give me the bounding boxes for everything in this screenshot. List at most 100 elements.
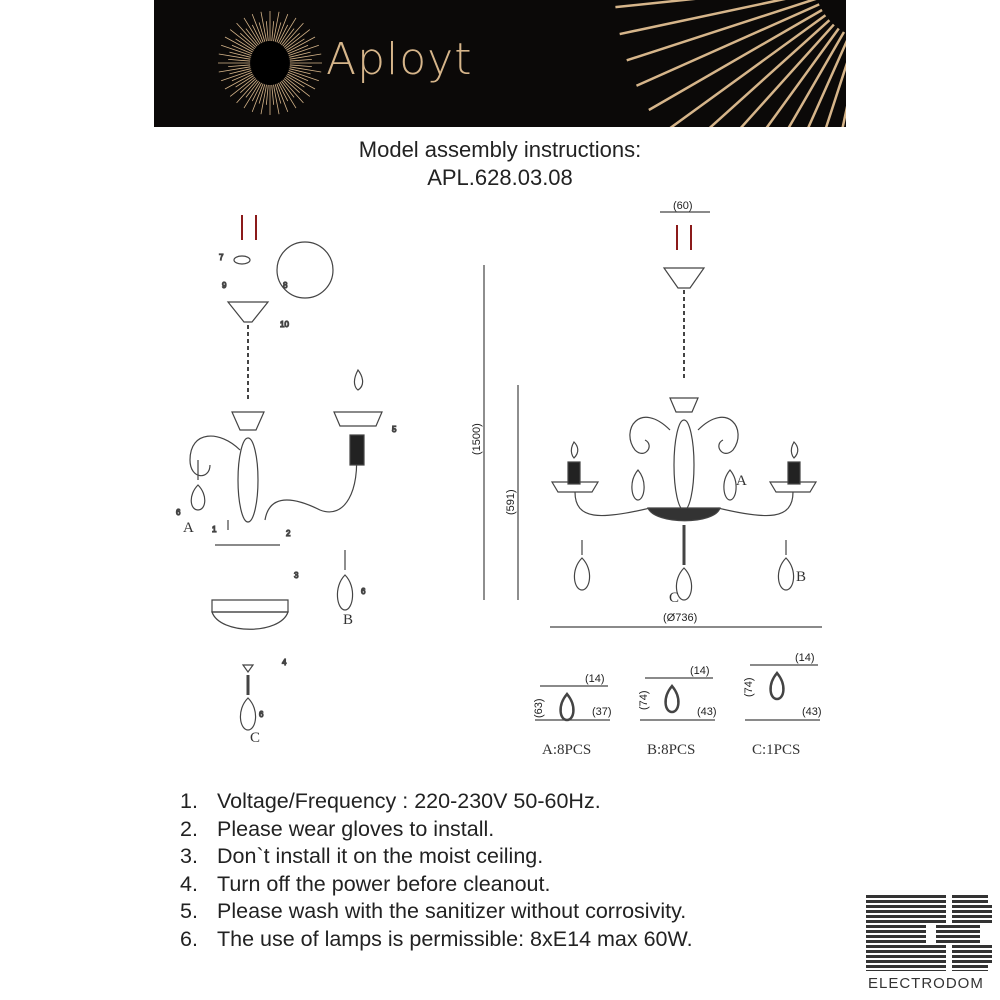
ray: [765, 27, 840, 127]
crystal-spec: (14) (43) (74) C:1PCS: [743, 652, 822, 758]
ray: [289, 51, 311, 58]
ray: [288, 70, 319, 82]
exploded-view: 7 9 8 10 5 6 1 2 3 4 6 6 A B C: [175, 215, 398, 746]
crystal-spec: (14) (37) (63) A:8PCS: [533, 673, 612, 758]
ray: [289, 64, 312, 68]
ray: [283, 33, 300, 48]
svg-text:(74): (74): [638, 690, 650, 710]
svg-text:B: B: [343, 612, 353, 628]
ray: [245, 28, 259, 46]
svg-text:C: C: [669, 590, 679, 606]
crystal-caption: A:8PCS: [542, 742, 591, 758]
svg-text:(14): (14): [795, 652, 815, 664]
ray: [278, 24, 289, 44]
svg-text:8: 8: [283, 281, 288, 290]
ray: [285, 76, 311, 97]
ray: [807, 39, 846, 127]
svg-text:7: 7: [219, 253, 224, 262]
ray: [615, 0, 696, 9]
ray: [285, 29, 311, 50]
ray: [281, 28, 295, 46]
crystal-caption: B:8PCS: [647, 742, 695, 758]
svg-text:5: 5: [392, 425, 397, 434]
svg-text:4: 4: [282, 658, 287, 667]
ray: [278, 82, 289, 102]
ray: [288, 44, 319, 56]
document-title: Model assembly instructions:: [358, 137, 642, 162]
ray: [274, 22, 282, 42]
svg-text:(60): (60): [673, 200, 693, 212]
ray: [669, 14, 827, 127]
svg-text:(1500): (1500): [471, 423, 483, 455]
ray: [708, 19, 831, 127]
ray: [289, 53, 322, 60]
svg-text:(63): (63): [533, 698, 545, 718]
crystal-specs: (14)(37)(63)A:8PCS(14)(43)(74)B:8PCS(14)…: [533, 652, 822, 758]
ray: [221, 70, 252, 82]
ray: [824, 62, 846, 127]
ray: [282, 79, 304, 104]
svg-text:10: 10: [280, 320, 289, 329]
svg-text:1: 1: [212, 525, 217, 534]
ray: [619, 0, 786, 36]
electrodom-logo: [866, 895, 992, 971]
svg-text:C: C: [250, 730, 260, 746]
ray: [229, 68, 251, 75]
ray: [229, 51, 251, 58]
ray: [240, 78, 257, 93]
ray: [289, 66, 322, 73]
ray: [224, 73, 253, 90]
ray: [281, 80, 295, 98]
svg-text:(591): (591): [505, 489, 517, 515]
ray: [273, 84, 280, 115]
svg-text:2: 2: [286, 529, 291, 538]
ray: [287, 71, 309, 82]
svg-text:6: 6: [361, 587, 366, 596]
ray: [271, 21, 275, 42]
ray: [283, 78, 300, 93]
note-item: 5.Please wash with the sanitizer without…: [180, 899, 687, 924]
ray: [265, 84, 269, 105]
ray: [231, 71, 253, 82]
ray: [243, 17, 261, 45]
ray: [279, 81, 297, 109]
ray: [286, 75, 305, 88]
ray: [229, 76, 255, 97]
svg-text:(Ø736): (Ø736): [663, 612, 697, 624]
ray: [236, 22, 258, 47]
crystal-caption: C:1PCS: [752, 742, 800, 758]
svg-text:(14): (14): [585, 673, 605, 685]
ray: [635, 3, 820, 87]
ray: [224, 36, 253, 53]
svg-text:(14): (14): [690, 665, 710, 677]
svg-text:6: 6: [176, 508, 181, 517]
ray: [271, 84, 275, 105]
dimension-view: (60) (1500) (591) (Ø736) A C B: [471, 200, 822, 628]
ray: [251, 83, 264, 113]
svg-text:9: 9: [222, 281, 227, 290]
note-item: 2.Please wear gloves to install.: [180, 816, 495, 841]
ray: [265, 21, 269, 42]
ray: [251, 82, 262, 102]
svg-text:3: 3: [294, 571, 299, 580]
svg-text:A: A: [736, 473, 747, 489]
svg-text:(37): (37): [592, 706, 612, 718]
svg-text:A: A: [183, 520, 194, 536]
ray: [258, 22, 266, 42]
note-item: 4.Turn off the power before cleanout.: [180, 871, 551, 896]
note-item: 1.Voltage/Frequency : 220-230V 50-60Hz.: [180, 789, 601, 813]
ray: [648, 8, 823, 112]
ray: [286, 38, 305, 51]
ray: [289, 58, 312, 62]
ray: [260, 84, 267, 115]
ray: [279, 17, 297, 45]
ray: [739, 23, 835, 127]
ray: [251, 13, 264, 43]
svg-text:(43): (43): [802, 706, 822, 718]
ray: [240, 33, 257, 48]
note-item: 3.Don`t install it on the moist ceiling.: [180, 844, 544, 869]
sun-disc: [251, 41, 289, 85]
svg-text:(43): (43): [697, 706, 717, 718]
svg-text:(74): (74): [743, 677, 755, 697]
crystal-spec: (14) (43) (74) B:8PCS: [638, 665, 717, 758]
